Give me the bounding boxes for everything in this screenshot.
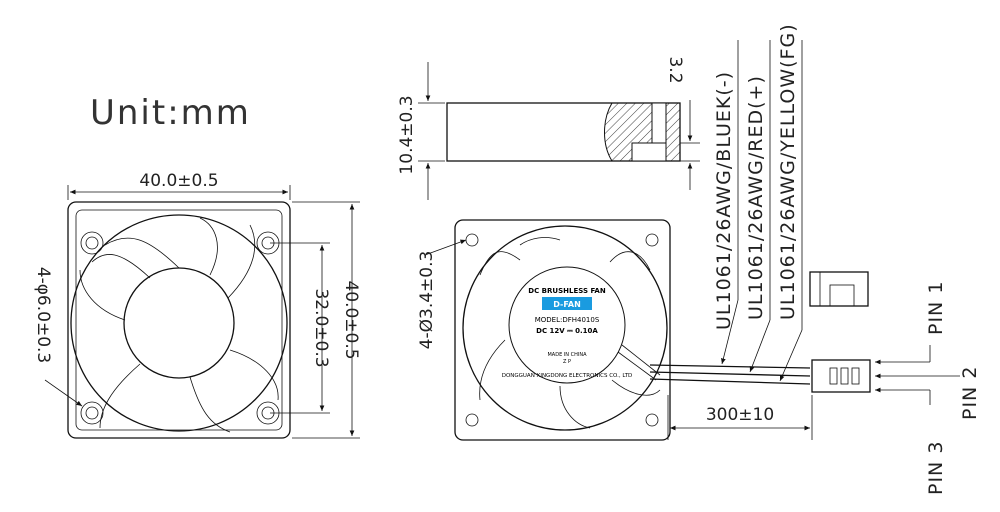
origin-text: MADE IN CHINA: [547, 352, 587, 358]
code-text: Z P: [563, 359, 571, 365]
label-title: DC BRUSHLESS FAN: [528, 287, 606, 295]
maker-text: DONGGUAN XINGDONG ELECTRONICS CO., LTD: [502, 373, 633, 379]
height-dimension: 40.0±0.5: [341, 280, 361, 359]
side-view: 10.4±0.3 3.2: [397, 56, 700, 200]
wire-label-blue: UL1061/26AWG/BLUEK(-): [713, 71, 735, 330]
lead-length-dimension: 300±10: [706, 405, 774, 425]
connector: PIN 1 PIN 2 PIN 3: [809, 271, 981, 495]
rating-text: DC 12V ⎓ 0.10A: [536, 327, 598, 335]
rear-view: DC BRUSHLESS FAN D-FAN MODEL:DFH4010S DC…: [417, 219, 671, 441]
pin-1-label: PIN 1: [925, 281, 947, 335]
mount-hole-dimension: 4-φ6.0±0.3: [33, 267, 53, 363]
wire-label-red: UL1061/26AWG/RED(+): [745, 75, 767, 320]
brand-logo: [542, 297, 592, 310]
pin-2-label: PIN 2: [959, 366, 981, 420]
pin-3-label: PIN 3: [925, 441, 947, 495]
hole-pitch-dimension: 32.0±0.3: [311, 288, 331, 367]
flange-dimension: 3.2: [665, 56, 685, 83]
width-dimension: 40.0±0.5: [139, 171, 218, 191]
rear-hole-dimension: 4-Ø3.4±0.3: [417, 251, 437, 350]
front-view: 40.0±0.5 32.0±0.3 40.0±0.5 4-φ6.0±0.3: [33, 171, 361, 439]
wire-label-yellow: UL1061/26AWG/YELLOW(FG): [777, 23, 799, 320]
model-text: MODEL:DFH4010S: [535, 316, 600, 324]
thickness-dimension: 10.4±0.3: [397, 95, 417, 174]
brand-name: D-FAN: [553, 300, 581, 309]
unit-label: Unit:mm: [90, 93, 251, 133]
wires: UL1061/26AWG/BLUEK(-) UL1061/26AWG/RED(+…: [649, 23, 813, 440]
